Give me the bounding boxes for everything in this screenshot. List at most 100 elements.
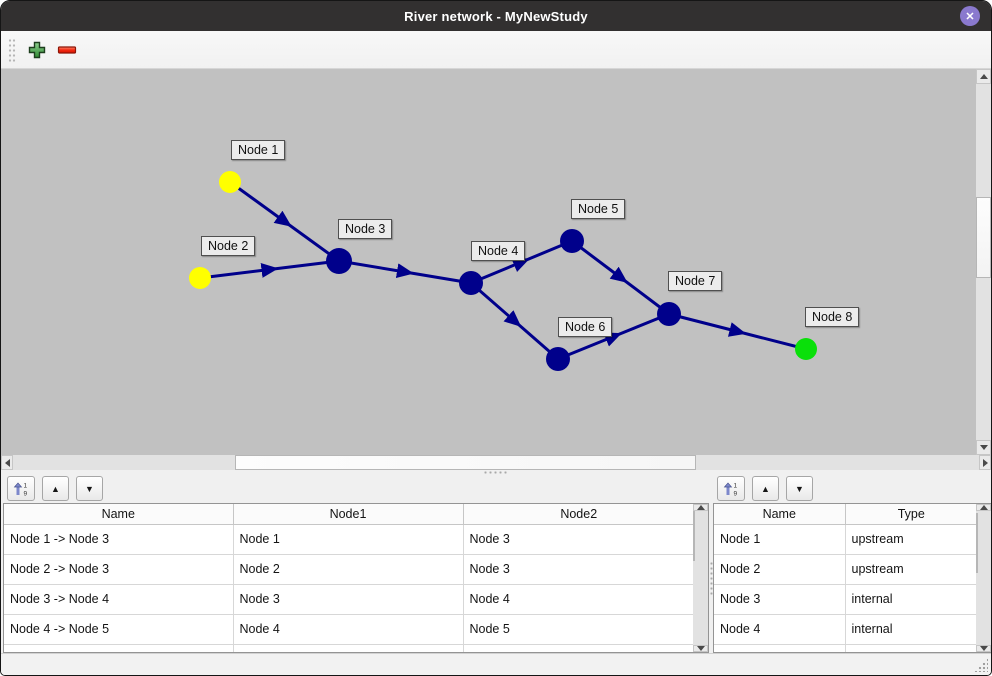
table-cell[interactable]: Node 3 -> Node 4 [4,583,234,615]
edge-table-scrollbar[interactable] [693,504,708,652]
edge-node-2-node-3[interactable] [199,259,340,280]
table-cell[interactable]: Node 3 [232,583,464,615]
table-cell[interactable]: Node 4 [232,613,464,645]
svg-text:9: 9 [734,490,738,497]
sort-button[interactable]: 1 9 [717,476,745,501]
close-button[interactable]: ✕ [960,6,980,26]
resize-grip[interactable] [974,658,988,672]
edge-node-3-node-4[interactable] [338,259,472,285]
move-down-button[interactable]: ▼ [786,476,813,501]
node-table-scrollbar[interactable] [976,504,991,652]
table-cell[interactable]: internal [844,613,976,645]
table-cell[interactable]: Node 1 -> Node 3 [4,523,234,555]
scroll-left-arrow[interactable] [1,455,13,470]
edge-node-1-node-3[interactable] [229,180,340,263]
move-up-button[interactable]: ▲ [752,476,779,501]
node-label-node-6: Node 6 [558,317,613,337]
table-cell[interactable]: Node 4 [714,613,846,645]
status-bar [1,653,991,675]
scroll-up-arrow[interactable] [693,504,708,511]
edge-node-4-node-6[interactable] [470,281,559,361]
table-cell[interactable]: Node 4 [462,583,693,615]
sort-button[interactable]: 1 9 [7,476,35,501]
scrollbar-track[interactable] [13,455,979,470]
column-header-name[interactable]: Name [714,504,846,525]
scrollbar-thumb[interactable] [235,455,696,470]
up-arrow-icon [979,74,988,79]
canvas-horizontal-scrollbar[interactable] [1,455,991,470]
column-header-node2[interactable]: Node2 [462,504,693,525]
titlebar[interactable]: River network - MyNewStudy ✕ [1,1,991,31]
table-cell[interactable]: Node 3 [462,523,693,555]
vertical-splitter[interactable] [709,503,713,653]
node-node-1[interactable] [219,171,241,193]
edge-node-7-node-8[interactable] [668,312,807,351]
up-triangle-icon: ▲ [761,483,770,494]
table-cell[interactable]: Node 4 -> Node 5 [4,613,234,645]
toolbar-drag-handle[interactable] [8,37,16,62]
scroll-down-arrow[interactable] [976,645,991,652]
node-node-8[interactable] [795,338,817,360]
node-node-3[interactable] [326,248,352,274]
bottom-panel: 1 9 ▲ ▼ 1 9 ▲ ▼ [1,474,991,653]
node-node-7[interactable] [657,302,681,326]
column-header-node1[interactable]: Node1 [232,504,464,525]
column-header-name[interactable]: Name [4,504,234,525]
edge-node-6-node-7[interactable] [557,312,670,361]
scrollbar-thumb[interactable] [693,511,695,561]
edge-node-4-node-5[interactable] [470,239,573,285]
scroll-down-arrow[interactable] [693,645,708,652]
edge-node-5-node-7[interactable] [571,239,670,316]
node-label-node-7: Node 7 [668,271,723,291]
table-cell[interactable]: Node 5 [462,613,693,645]
table-cell[interactable]: internal [844,583,976,615]
scrollbar-thumb[interactable] [976,513,978,573]
table-cell[interactable]: Node 2 -> Node 3 [4,553,234,585]
node-node-2[interactable] [189,267,211,289]
table-cell[interactable]: Node 1 [714,523,846,555]
table-cell[interactable]: Node 3 [714,583,846,615]
table-cell[interactable]: Node 3 [462,553,693,585]
scrollbar-thumb[interactable] [976,197,991,278]
move-up-button[interactable]: ▲ [42,476,69,501]
column-header-type[interactable]: Type [844,504,976,525]
scroll-right-arrow[interactable] [979,455,991,470]
scrollbar-track[interactable] [693,511,708,645]
remove-node-button[interactable] [52,36,82,64]
table-cell[interactable]: upstream [844,553,976,585]
add-node-button[interactable] [22,36,52,64]
table-cell[interactable]: Node 1 [232,523,464,555]
node-table-toolbar: 1 9 ▲ ▼ [717,476,813,501]
node-node-4[interactable] [459,271,483,295]
node-node-6[interactable] [546,347,570,371]
node-label-node-3: Node 3 [338,219,393,239]
table-cell[interactable]: Node 2 [714,553,846,585]
canvas-vertical-scrollbar[interactable] [976,69,991,455]
node-node-5[interactable] [560,229,584,253]
scrollbar-track[interactable] [976,511,991,645]
horizontal-splitter[interactable] [1,470,991,474]
scroll-down-arrow[interactable] [976,440,991,455]
table-row-partial [4,643,693,652]
green-plus-icon [28,41,46,58]
table-cell[interactable]: Node 2 [232,553,464,585]
move-down-button[interactable]: ▼ [76,476,103,501]
scroll-up-arrow[interactable] [976,504,991,511]
scrollbar-track[interactable] [976,84,991,440]
table-cell[interactable]: upstream [844,523,976,555]
scroll-up-arrow[interactable] [976,69,991,84]
